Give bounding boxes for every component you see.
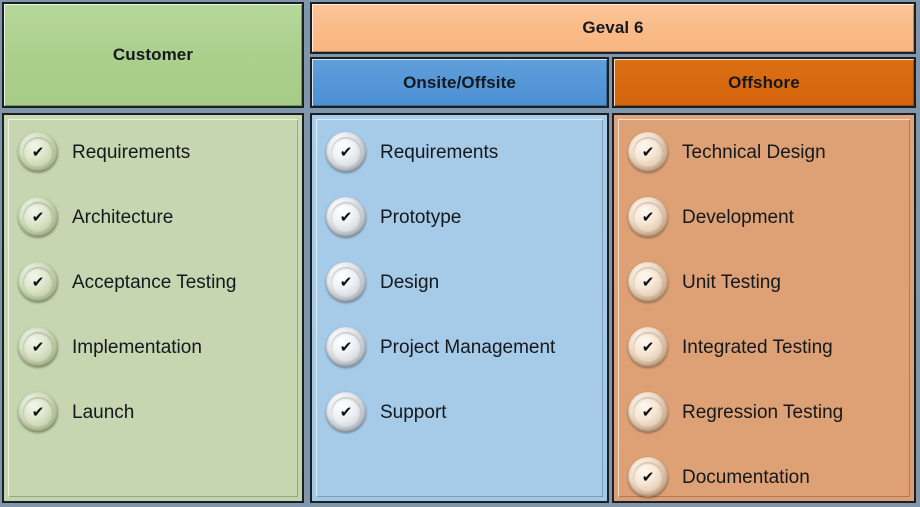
header-onsite-offsite: Onsite/Offsite [310, 57, 609, 108]
header-customer-label: Customer [112, 45, 194, 64]
list-item[interactable]: ✔ Prototype [326, 196, 461, 238]
list-item[interactable]: ✔ Implementation [18, 326, 202, 368]
check-icon-disc [331, 137, 361, 167]
check-icon: ✔ [18, 262, 58, 302]
check-icon-tick: ✔ [641, 403, 655, 421]
check-icon-disc [633, 462, 663, 492]
list-item-label: Development [682, 206, 794, 228]
check-icon-tick: ✔ [339, 208, 353, 226]
list-item-label: Prototype [380, 206, 462, 228]
check-icon-tick: ✔ [641, 143, 655, 161]
header-offshore-label: Offshore [728, 72, 800, 92]
list-item[interactable]: ✔ Requirements [326, 131, 498, 173]
list-item[interactable]: ✔ Project Management [326, 326, 555, 368]
panel-offshore: ✔ Technical Design ✔ Development ✔ Unit Testi… [612, 113, 916, 503]
list-item-label: Project Management [380, 336, 556, 358]
list-item[interactable]: ✔ Design [326, 261, 439, 303]
list-item[interactable]: ✔ Regression Testing [628, 391, 843, 433]
header-offshore: Offshore [612, 57, 916, 108]
panel-onsite-offsite: ✔ Requirements ✔ Prototype ✔ Design ✔ Project M… [310, 113, 609, 503]
check-icon-tick: ✔ [339, 403, 353, 421]
check-icon-tick: ✔ [641, 338, 655, 356]
list-item-label: Implementation [72, 336, 202, 358]
check-icon: ✔ [628, 197, 668, 237]
check-icon-disc [23, 267, 53, 297]
check-icon-disc [331, 332, 361, 362]
check-icon: ✔ [628, 262, 668, 302]
check-icon: ✔ [326, 197, 366, 237]
list-item-label: Design [380, 271, 440, 293]
check-icon-tick: ✔ [31, 403, 45, 421]
list-item[interactable]: ✔ Acceptance Testing [18, 261, 236, 303]
list-item-label: Launch [72, 401, 135, 423]
check-icon: ✔ [326, 132, 366, 172]
check-icon-tick: ✔ [31, 208, 45, 226]
check-icon-tick: ✔ [641, 468, 655, 486]
list-item[interactable]: ✔ Launch [18, 391, 134, 433]
list-offshore: ✔ Technical Design ✔ Development ✔ Unit Testi… [618, 119, 910, 497]
header-onsite-offsite-label: Onsite/Offsite [403, 72, 516, 92]
check-icon: ✔ [326, 392, 366, 432]
header-geval6-label: Geval 6 [582, 18, 644, 37]
check-icon: ✔ [628, 327, 668, 367]
list-item-label: Acceptance Testing [72, 271, 237, 293]
check-icon-disc [633, 397, 663, 427]
list-item-label: Requirements [380, 141, 499, 163]
list-onsite-offsite: ✔ Requirements ✔ Prototype ✔ Design ✔ Project M… [316, 119, 603, 497]
list-item-label: Unit Testing [682, 271, 781, 293]
check-icon-tick: ✔ [641, 208, 655, 226]
check-icon-tick: ✔ [641, 273, 655, 291]
list-item[interactable]: ✔ Support [326, 391, 447, 433]
list-item-label: Technical Design [682, 141, 826, 163]
panel-customer: ✔ Requirements ✔ Architecture ✔ Acceptance Te… [2, 113, 304, 503]
check-icon-tick: ✔ [339, 273, 353, 291]
check-icon-tick: ✔ [31, 273, 45, 291]
list-item-label: Support [380, 401, 447, 423]
check-icon-tick: ✔ [339, 338, 353, 356]
header-geval6: Geval 6 [310, 2, 916, 54]
list-item[interactable]: ✔ Development [628, 196, 794, 238]
check-icon-disc [633, 332, 663, 362]
check-icon-disc [23, 332, 53, 362]
check-icon: ✔ [628, 457, 668, 497]
list-item-label: Integrated Testing [682, 336, 833, 358]
header-customer: Customer [2, 2, 304, 108]
check-icon: ✔ [18, 327, 58, 367]
check-icon-tick: ✔ [31, 143, 45, 161]
list-customer: ✔ Requirements ✔ Architecture ✔ Acceptance Te… [8, 119, 298, 497]
check-icon-disc [23, 137, 53, 167]
check-icon: ✔ [628, 132, 668, 172]
check-icon-tick: ✔ [339, 143, 353, 161]
check-icon-disc [633, 267, 663, 297]
list-item[interactable]: ✔ Documentation [628, 456, 810, 498]
list-item-label: Architecture [72, 206, 174, 228]
check-icon-disc [23, 202, 53, 232]
list-item[interactable]: ✔ Integrated Testing [628, 326, 833, 368]
check-icon: ✔ [326, 327, 366, 367]
list-item[interactable]: ✔ Unit Testing [628, 261, 781, 303]
list-item[interactable]: ✔ Architecture [18, 196, 173, 238]
check-icon-disc [331, 202, 361, 232]
check-icon: ✔ [18, 392, 58, 432]
list-item-label: Requirements [72, 141, 191, 163]
check-icon-tick: ✔ [31, 338, 45, 356]
check-icon: ✔ [18, 132, 58, 172]
check-icon: ✔ [18, 197, 58, 237]
check-icon: ✔ [326, 262, 366, 302]
check-icon-disc [331, 397, 361, 427]
list-item-label: Regression Testing [682, 401, 844, 423]
check-icon-disc [331, 267, 361, 297]
check-icon-disc [633, 137, 663, 167]
check-icon: ✔ [628, 392, 668, 432]
check-icon-disc [23, 397, 53, 427]
list-item-label: Documentation [682, 466, 810, 488]
check-icon-disc [633, 202, 663, 232]
list-item[interactable]: ✔ Technical Design [628, 131, 826, 173]
list-item[interactable]: ✔ Requirements [18, 131, 190, 173]
